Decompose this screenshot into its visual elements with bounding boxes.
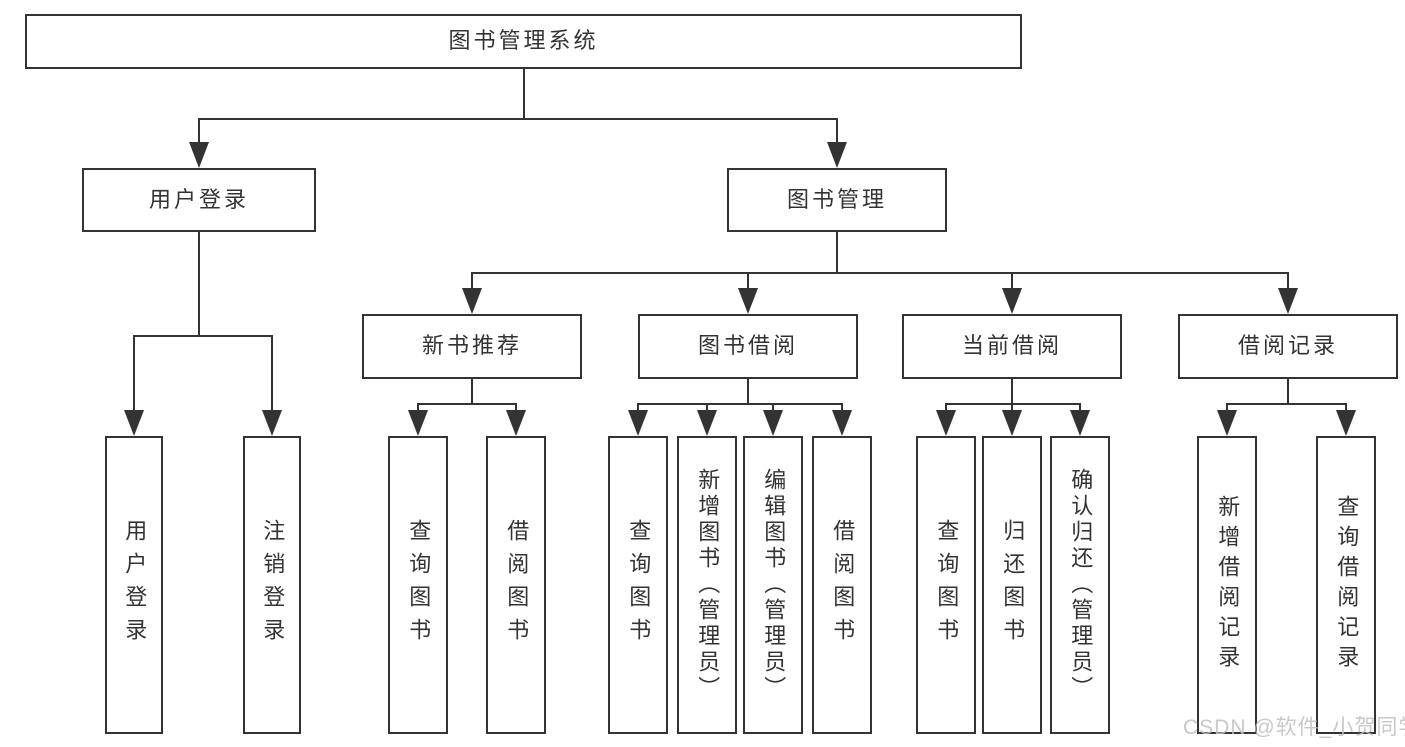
arrow-down-icon xyxy=(763,410,783,436)
edge-drop-g5-add xyxy=(1226,403,1228,412)
node-label: 查询借阅记录 xyxy=(1334,495,1360,675)
node-current: 当前借阅 xyxy=(902,314,1122,379)
edge-drop-g3-query xyxy=(637,403,639,412)
edge-stem-new-books xyxy=(471,379,473,405)
arrow-down-icon xyxy=(1070,410,1090,436)
node-g5-query: 查询借阅记录 xyxy=(1316,436,1376,734)
arrow-down-icon xyxy=(1002,410,1022,436)
node-g3-borrow: 借阅图书 xyxy=(812,436,872,734)
edge-drop-book-mgmt xyxy=(836,118,838,144)
edge-stem-root xyxy=(522,69,525,120)
node-g3-query: 查询图书 xyxy=(608,436,668,734)
arrow-down-icon xyxy=(827,142,847,168)
node-label: 查询图书 xyxy=(626,519,652,651)
node-label: 借阅图书 xyxy=(830,519,856,651)
edge-drop-g5-query xyxy=(1345,403,1347,412)
node-g4-confirm: 确认归还（管理员） xyxy=(1050,436,1110,734)
edge-branch-new-books xyxy=(417,403,517,405)
arrow-down-icon xyxy=(408,410,428,436)
node-label: 用户登录 xyxy=(148,186,249,212)
node-label: 图书管理 xyxy=(786,186,887,212)
edge-drop-current xyxy=(1011,272,1013,290)
edge-branch-root xyxy=(198,118,838,120)
node-label: 新书推荐 xyxy=(421,333,522,359)
node-label: 归还图书 xyxy=(1000,519,1026,651)
arrow-down-icon xyxy=(1002,288,1022,314)
edge-stem-current xyxy=(1011,379,1013,405)
node-label: 借阅图书 xyxy=(504,519,530,651)
edge-drop-g2-query xyxy=(417,403,419,412)
node-label: 新增图书（管理员） xyxy=(695,468,721,702)
node-label: 确认归还（管理员） xyxy=(1068,468,1094,702)
arrow-down-icon xyxy=(738,288,758,314)
node-label: 用户登录 xyxy=(122,519,148,651)
node-g2-query: 查询图书 xyxy=(388,436,448,734)
node-root: 图书管理系统 xyxy=(25,14,1022,69)
edge-drop-new-books xyxy=(471,272,473,290)
edge-stem-records xyxy=(1287,379,1289,405)
edge-drop-g4-confirm xyxy=(1079,403,1081,412)
edge-branch-current xyxy=(945,403,1081,405)
node-label: 查询图书 xyxy=(934,519,960,651)
node-user-login: 用户登录 xyxy=(82,168,316,232)
arrow-down-icon xyxy=(462,288,482,314)
arrow-down-icon xyxy=(697,410,717,436)
edge-drop-user-login xyxy=(198,118,200,144)
edge-drop-borrowing xyxy=(747,272,749,290)
edge-drop-g3-borrow xyxy=(841,403,843,412)
edge-drop-g3-add xyxy=(706,403,708,412)
edge-branch-user-login xyxy=(133,335,273,337)
node-g4-query: 查询图书 xyxy=(916,436,976,734)
node-label: 借阅记录 xyxy=(1237,333,1338,359)
arrow-down-icon xyxy=(628,410,648,436)
node-g3-add: 新增图书（管理员） xyxy=(677,436,737,734)
edge-branch-borrowing xyxy=(637,403,843,405)
node-label: 当前借阅 xyxy=(961,333,1062,359)
node-label: 图书管理系统 xyxy=(448,28,599,54)
node-label: 图书借阅 xyxy=(697,333,798,359)
arrow-down-icon xyxy=(936,410,956,436)
arrow-down-icon xyxy=(189,142,209,168)
node-leaf-logout: 注销登录 xyxy=(243,436,301,734)
edge-drop-g4-query xyxy=(945,403,947,412)
node-label: 注销登录 xyxy=(260,519,286,651)
node-label: 查询图书 xyxy=(406,519,432,651)
arrow-down-icon xyxy=(1278,288,1298,314)
watermark-text: CSDN @软件_小贺同学 xyxy=(1183,716,1405,739)
node-label: 新增借阅记录 xyxy=(1215,495,1241,675)
edge-drop-leaf-logout xyxy=(271,335,273,412)
edge-stem-book-mgmt xyxy=(836,232,838,274)
arrow-down-icon xyxy=(832,410,852,436)
arrow-down-icon xyxy=(262,410,282,436)
edge-branch-book-mgmt xyxy=(471,272,1289,274)
edge-drop-g3-edit xyxy=(772,403,774,412)
node-g4-return: 归还图书 xyxy=(982,436,1042,734)
edge-drop-leaf-login xyxy=(133,335,135,412)
arrow-down-icon xyxy=(1217,410,1237,436)
node-g3-edit: 编辑图书（管理员） xyxy=(743,436,803,734)
edge-drop-g2-borrow xyxy=(515,403,517,412)
node-borrowing: 图书借阅 xyxy=(638,314,858,379)
node-records: 借阅记录 xyxy=(1178,314,1398,379)
edge-drop-g4-return xyxy=(1011,403,1013,412)
node-label: 编辑图书（管理员） xyxy=(761,468,787,702)
edge-branch-records xyxy=(1226,403,1347,405)
edge-stem-borrowing xyxy=(747,379,749,405)
node-g2-borrow: 借阅图书 xyxy=(486,436,546,734)
arrow-down-icon xyxy=(124,410,144,436)
node-leaf-login: 用户登录 xyxy=(105,436,163,734)
edge-drop-records xyxy=(1287,272,1289,290)
node-book-mgmt: 图书管理 xyxy=(727,168,947,232)
node-g5-add: 新增借阅记录 xyxy=(1197,436,1257,734)
arrow-down-icon xyxy=(1336,410,1356,436)
arrow-down-icon xyxy=(506,410,526,436)
edge-stem-user-login xyxy=(198,232,200,337)
node-new-books: 新书推荐 xyxy=(362,314,582,379)
